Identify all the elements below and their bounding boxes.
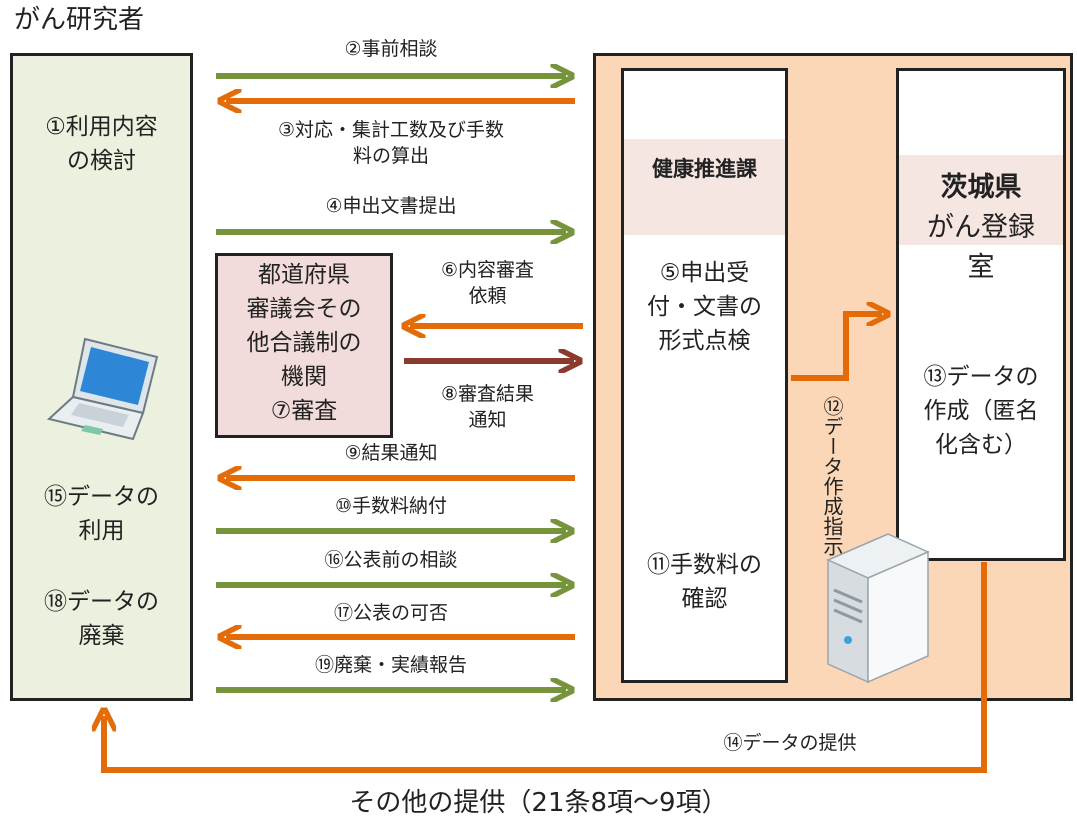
- council-box: [215, 253, 393, 438]
- health-promotion-header-band: [624, 139, 785, 235]
- arrow-8-label: ⑧審査結果通知: [440, 383, 535, 431]
- cancer-registry-box: [896, 68, 1066, 561]
- cancer-registry-header-band: [899, 155, 1063, 245]
- other-provision-caption: その他の提供（21条8項～9項）: [349, 788, 728, 818]
- laptop-icon: [46, 337, 159, 441]
- step5-text: ⑤申出受付・文書の形式点検: [647, 260, 762, 354]
- server-icon: [826, 533, 930, 684]
- arrow-3-label: ③対応・集計工数及び手数料の算出: [277, 119, 505, 167]
- step18-text: ⑱データの廃棄: [44, 589, 159, 649]
- arrow-12: [791, 314, 882, 381]
- arrow-14: [104, 562, 987, 773]
- arrow-9-label: ⑨結果通知: [344, 442, 438, 464]
- step11-text: ⑪手数料の確認: [647, 552, 762, 612]
- cancer-registry-header: 茨城県 がん登録 室: [927, 172, 1035, 283]
- arrow-6-label: ⑥内容審査依頼: [440, 259, 535, 307]
- arrow-4-label: ④申出文書提出: [325, 195, 457, 217]
- council-text: 都道府県 審議会その 他合議制の 機関 ⑦審査: [246, 262, 362, 424]
- arrow-14-label: ⑭データの提供: [723, 732, 857, 754]
- diagram-title: がん研究者: [14, 5, 145, 35]
- step1-text: ①利用内容の検討: [45, 114, 158, 174]
- step12-label: ⑫データ作成指示: [820, 396, 844, 556]
- arrow-2-label: ②事前相談: [344, 38, 438, 60]
- health-promotion-header: 健康推進課: [652, 157, 757, 181]
- arrow-16-label: ⑯公表前の相談: [324, 549, 458, 571]
- arrow-17-label: ⑰公表の可否: [333, 602, 448, 624]
- arrow-19-label: ⑲廃棄・実績報告: [314, 654, 467, 676]
- step13-text: ⑬データの作成（匿名化含む）: [923, 364, 1039, 458]
- arrow-10-label: ⑩手数料納付: [334, 495, 448, 517]
- step15-text: ⑮データの利用: [44, 484, 159, 544]
